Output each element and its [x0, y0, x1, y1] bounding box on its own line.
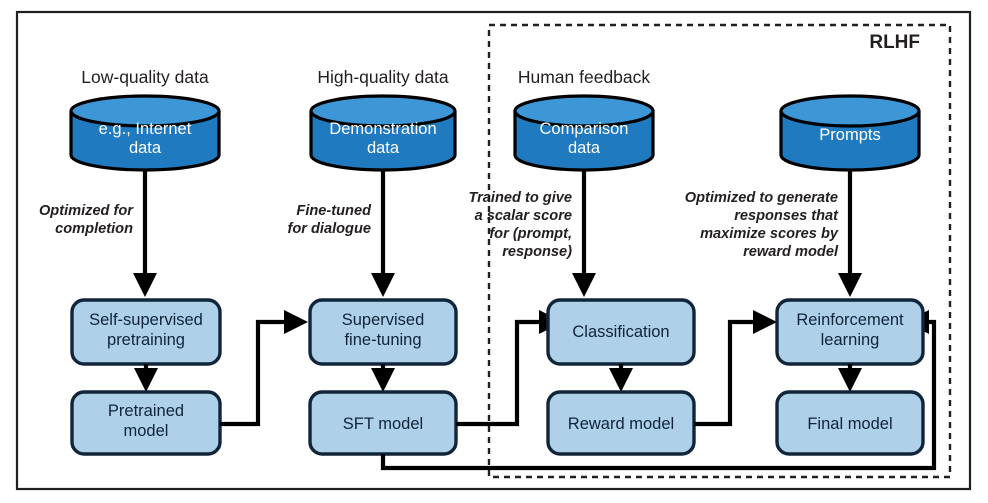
arrow-line-reward-to-rl	[694, 319, 762, 427]
arrow-head-internet-to-pretraining	[133, 273, 157, 297]
edge-label-fine-tuned-line1: Fine-tuned	[296, 203, 372, 219]
edge-label-trained-line3: for (prompt,	[489, 226, 572, 242]
cylinder-internet-data: e.g., Internet data	[69, 94, 221, 172]
caption-human-feedback: Human feedback	[518, 67, 651, 87]
edge-label-trained-line4: response)	[502, 244, 572, 260]
box-label-line1: Self-supervised	[89, 311, 203, 329]
cylinder-label-line1: e.g., Internet	[99, 120, 192, 138]
box-label-line1: Supervised	[342, 311, 425, 329]
edge-label-optimized-generate-line2: responses that	[734, 208, 839, 224]
box-label-line1: Final model	[807, 415, 892, 433]
arrow-head-pretrained-to-sft-stage	[284, 310, 308, 334]
edge-label-trained-line2: a scalar score	[475, 208, 572, 224]
box-label-line2: pretraining	[107, 331, 185, 349]
cylinder-label-line2: data	[568, 139, 601, 157]
cylinder-demonstration-data: Demonstration data	[309, 94, 457, 172]
box-self-supervised-pretraining: Self-supervised pretraining	[70, 298, 222, 366]
arrow-line-pretrained-to-sft-stage	[220, 319, 293, 427]
arrow-head-rl-to-final-model	[838, 368, 862, 392]
arrow-head-pretraining-to-pretrained	[134, 368, 158, 392]
box-reward-model: Reward model	[546, 390, 696, 456]
box-label-line1: Classification	[572, 323, 669, 341]
edge-label-optimized-for-completion-line1: Optimized for	[39, 203, 134, 219]
box-sft-model: SFT model	[308, 390, 458, 456]
cylinder-label-line1: Comparison	[540, 120, 629, 138]
box-reinforcement-learning: Reinforcement learning	[775, 298, 925, 366]
box-pretrained-model: Pretrained model	[70, 390, 222, 456]
arrow-line-sft-to-classification	[456, 319, 548, 427]
cylinder-label-line2: data	[367, 139, 400, 157]
caption-low-quality-data: Low-quality data	[81, 67, 209, 87]
box-classification: Classification	[546, 298, 696, 366]
box-label-line1: Pretrained	[108, 402, 184, 420]
edge-label-optimized-for-completion-line2: completion	[55, 221, 133, 237]
box-label-line2: fine-tuning	[344, 331, 421, 349]
edge-label-fine-tuned-line2: for dialogue	[287, 221, 371, 237]
arrow-head-classification-to-reward	[609, 368, 633, 392]
arrow-head-prompts-to-rl	[838, 273, 862, 297]
edge-label-optimized-generate-line3: maximize scores by	[700, 226, 839, 242]
rlhf-group-label: RLHF	[869, 32, 920, 53]
caption-high-quality-data: High-quality data	[317, 67, 449, 87]
box-label-line1: SFT model	[343, 415, 423, 433]
box-supervised-fine-tuning: Supervised fine-tuning	[308, 298, 458, 366]
arrow-head-reward-to-rl	[753, 310, 777, 334]
box-label-line2: model	[124, 422, 169, 440]
edge-label-optimized-generate-line4: reward model	[743, 244, 839, 260]
arrow-head-demo-to-sft-stage	[371, 273, 395, 297]
cylinder-label-line1: Demonstration	[329, 120, 436, 138]
arrow-head-comparison-to-classification	[572, 273, 596, 297]
arrow-head-sft-stage-to-sft-model	[371, 368, 395, 392]
cylinder-label-line1: Prompts	[819, 126, 880, 144]
edge-label-optimized-generate-line1: Optimized to generate	[685, 190, 838, 206]
cylinder-prompts: Prompts	[779, 94, 921, 172]
rlhf-group-box	[487, 23, 952, 479]
box-final-model: Final model	[775, 390, 925, 456]
box-label-line2: learning	[821, 331, 880, 349]
feedback-loop-sft-to-rl	[380, 319, 937, 471]
box-label-line1: Reinforcement	[796, 311, 904, 329]
cylinder-comparison-data: Comparison data	[513, 94, 655, 172]
box-label-line1: Reward model	[568, 415, 674, 433]
edge-label-trained-line1: Trained to give	[468, 190, 572, 206]
cylinder-label-line2: data	[129, 139, 162, 157]
